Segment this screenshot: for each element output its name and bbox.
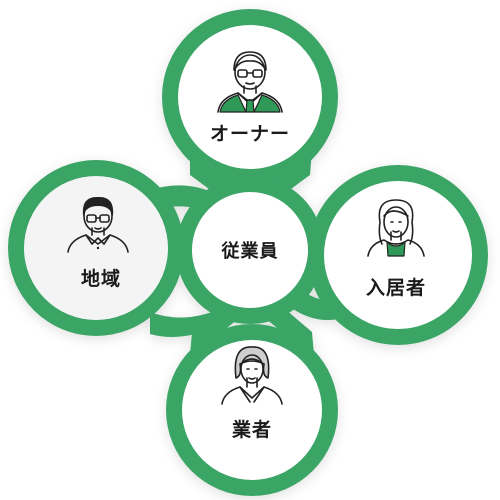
contractor-person-icon <box>221 346 283 405</box>
center-node-bubble <box>192 192 308 308</box>
top-node-bubble <box>178 25 322 169</box>
right-node-label: 入居者 <box>366 277 426 299</box>
community-person-icon <box>67 196 129 253</box>
owner-person-icon <box>217 51 283 113</box>
center-label: 従業員 <box>221 240 279 262</box>
left-node-bubble <box>24 176 168 320</box>
bottom-node-label: 業者 <box>231 418 272 441</box>
left-node-label: 地域 <box>81 267 121 290</box>
connector-swoosh <box>150 168 400 337</box>
bottom-node-bubble <box>182 340 322 480</box>
top-node-label: オーナー <box>210 123 290 145</box>
resident-person-icon <box>367 199 425 257</box>
